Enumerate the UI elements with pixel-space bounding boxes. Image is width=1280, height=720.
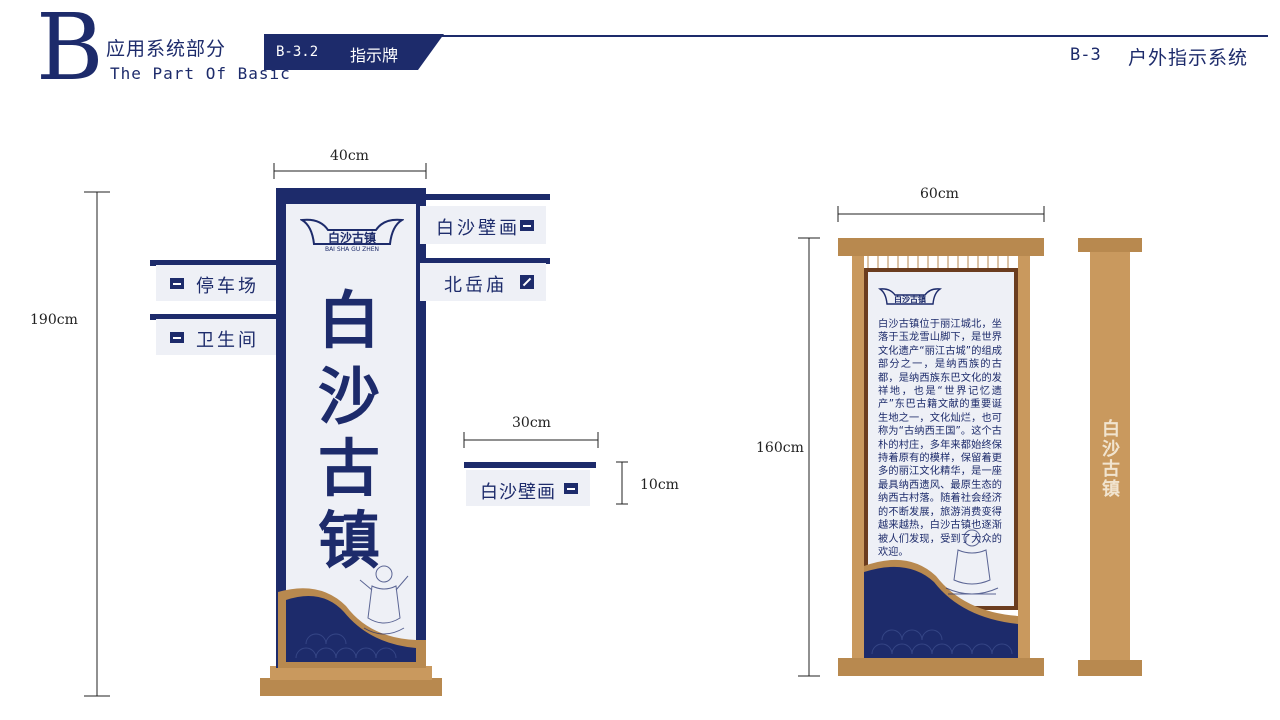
direction-sign-beiyue-temple: 北岳庙 bbox=[420, 263, 546, 301]
right-sign-logo: 白沙古镇 bbox=[878, 286, 942, 308]
header-title-en: The Part Of Basic bbox=[110, 64, 291, 83]
minus-icon bbox=[170, 278, 184, 289]
direction-sign-parking: 停车场 bbox=[156, 265, 276, 301]
side-post-char-3: 古 bbox=[1102, 459, 1120, 480]
main-char-3: 古 bbox=[318, 432, 381, 505]
right-dimension-height bbox=[798, 237, 820, 677]
logo-text: 白沙古镇 bbox=[327, 231, 376, 245]
left-sign-body bbox=[150, 188, 550, 696]
minus-icon bbox=[564, 483, 578, 494]
main-char-1: 白 bbox=[318, 284, 381, 357]
side-post bbox=[1078, 238, 1142, 676]
direction-sign-baisha-murals: 白沙壁画 bbox=[420, 206, 546, 244]
roof-logo-icon bbox=[878, 288, 942, 305]
dimension-line-height bbox=[84, 191, 110, 697]
header-title-cn: 应用系统部分 bbox=[106, 38, 227, 60]
header-tab-shape bbox=[264, 34, 444, 70]
section-name: 户外指示系统 bbox=[1128, 47, 1249, 69]
side-post-char-1: 白 bbox=[1102, 419, 1120, 440]
width-label: 40cm bbox=[330, 148, 369, 164]
direction-sign-restroom: 卫生间 bbox=[156, 319, 276, 355]
right-height-label: 160cm bbox=[756, 440, 804, 456]
detail-sign-panel: 白沙壁画 bbox=[466, 470, 590, 506]
minus-icon bbox=[520, 220, 534, 231]
right-dimension-width bbox=[837, 206, 1045, 222]
left-sign-logo: 白沙古镇 BAI SHA GU ZHEN bbox=[300, 216, 404, 254]
header-tab-code: B-3.2 bbox=[276, 44, 319, 60]
detail-sign-label: 白沙壁画 bbox=[480, 482, 556, 503]
detail-height-label: 10cm bbox=[640, 477, 679, 493]
main-char-4: 镇 bbox=[318, 504, 381, 577]
direction-label: 白沙壁画 bbox=[436, 218, 520, 239]
dimension-line-width bbox=[273, 163, 427, 179]
section-code: B-3 bbox=[1070, 45, 1101, 65]
direction-label: 停车场 bbox=[196, 276, 259, 297]
direction-label: 北岳庙 bbox=[444, 275, 507, 296]
right-sign-body bbox=[838, 238, 1044, 676]
roof-logo-icon bbox=[300, 218, 404, 245]
side-post-char-4: 镇 bbox=[1102, 479, 1120, 500]
header-rule bbox=[420, 35, 1268, 37]
right-sign-description: 白沙古镇位于丽江城北，坐落于玉龙雪山脚下，是世界文化遗产“丽江古城”的组成部分之… bbox=[878, 319, 1002, 558]
side-post-char-2: 沙 bbox=[1102, 439, 1120, 460]
logo-subtext: BAI SHA GU ZHEN bbox=[324, 246, 380, 253]
pencil-icon bbox=[520, 275, 534, 289]
direction-label: 卫生间 bbox=[196, 330, 259, 351]
detail-sign-bar bbox=[464, 462, 596, 468]
main-char-2: 沙 bbox=[318, 360, 381, 433]
detail-dimension-height bbox=[616, 461, 628, 505]
logo-text: 白沙古镇 bbox=[894, 295, 926, 304]
minus-icon bbox=[170, 332, 184, 343]
header-tab-name: 指示牌 bbox=[350, 46, 399, 65]
header-letter: B bbox=[36, 0, 104, 101]
detail-dimension-width bbox=[463, 432, 599, 448]
detail-width-label: 30cm bbox=[512, 415, 551, 431]
height-label: 190cm bbox=[30, 312, 78, 328]
right-width-label: 60cm bbox=[920, 186, 959, 202]
